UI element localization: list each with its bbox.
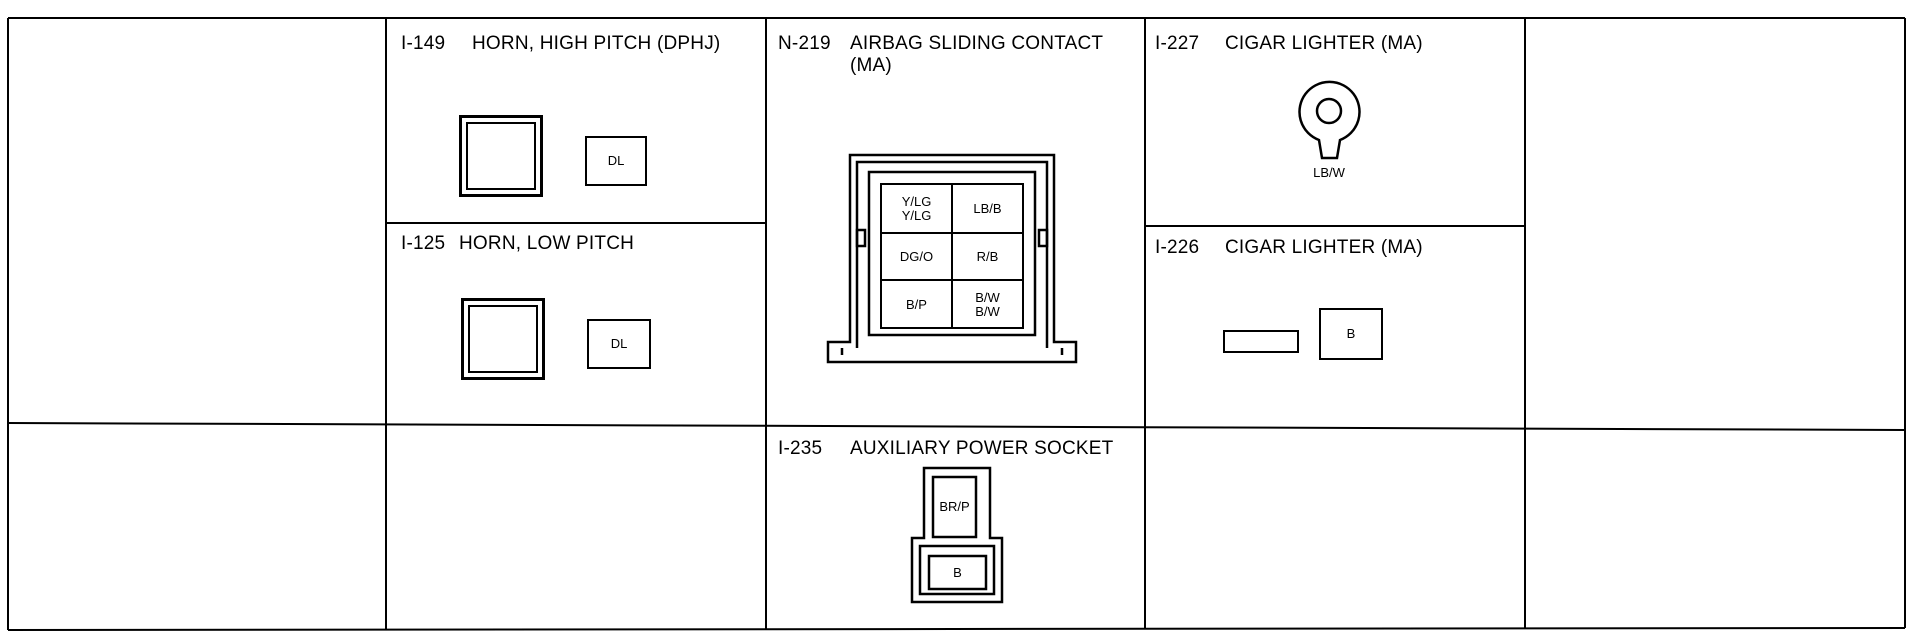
horn-low-pin: DL: [610, 336, 628, 351]
airbag-pin-5: B/P: [906, 297, 927, 312]
aux-id: I-235: [778, 438, 823, 459]
cigar-226-id: I-226: [1155, 237, 1200, 258]
cigar-226-terminal: B: [1319, 308, 1383, 360]
horn-high-pin: DL: [607, 153, 625, 168]
cigar-226-name: CIGAR LIGHTER (MA): [1225, 237, 1423, 258]
cigar-227-pin: LB/W: [1313, 165, 1345, 180]
airbag-name-line2: (MA): [850, 55, 892, 76]
cigar-227-name: CIGAR LIGHTER (MA): [1225, 33, 1423, 54]
cigar-226-pin: B: [1346, 326, 1356, 341]
airbag-pin-2: LB/B: [973, 201, 1002, 216]
airbag-id: N-219: [778, 33, 831, 54]
airbag-pin-6b: B/W: [975, 304, 1000, 319]
airbag-pin-1b: Y/LG: [901, 208, 932, 223]
aux-name: AUXILIARY POWER SOCKET: [850, 438, 1114, 459]
horn-low-name: HORN, LOW PITCH: [459, 233, 635, 254]
airbag-pin-1a: Y/LG: [901, 194, 932, 209]
horn-low-terminal: DL: [587, 319, 651, 369]
aux-pin-1: BR/P: [939, 499, 970, 514]
airbag-pin-3: DG/O: [899, 249, 934, 264]
airbag-name: AIRBAG SLIDING CONTACT: [850, 33, 1104, 54]
horn-low-connector-body: [461, 298, 545, 380]
horn-high-id: I-149: [401, 33, 446, 54]
horn-low-id: I-125: [401, 233, 446, 254]
cigar-226-connector-body: [1223, 330, 1299, 353]
cigar-227-id: I-227: [1155, 33, 1200, 54]
airbag-pin-4: R/B: [976, 249, 999, 264]
horn-low-connector-inner: [468, 305, 538, 373]
airbag-pin-6a: B/W: [975, 290, 1000, 305]
horn-high-name: HORN, HIGH PITCH (DPHJ): [472, 33, 721, 54]
horn-high-terminal: DL: [585, 136, 647, 186]
horn-high-connector-body: [459, 115, 543, 197]
aux-pin-2: B: [953, 565, 962, 580]
horn-high-connector-inner: [466, 122, 536, 190]
